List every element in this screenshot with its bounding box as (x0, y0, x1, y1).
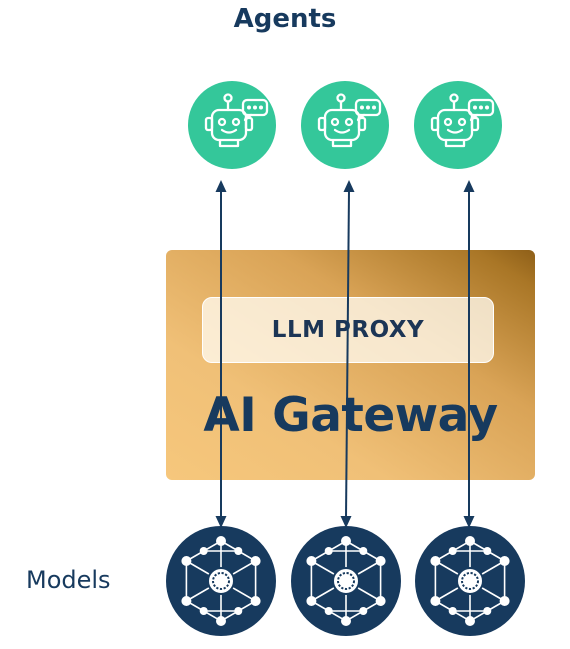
model-3 (414, 525, 526, 641)
model-2 (290, 525, 402, 641)
network-hub-icon (166, 526, 276, 636)
arrow-agent3-model3 (463, 180, 475, 528)
agent-3 (413, 80, 503, 174)
ai-gateway-label: AI Gateway (203, 388, 498, 443)
arrow-agent1-model1 (215, 180, 227, 528)
network-hub-icon (291, 526, 401, 636)
agent-2 (300, 80, 390, 174)
robot-chat-icon (301, 81, 389, 169)
model-1 (165, 525, 277, 641)
agent-1 (187, 80, 277, 174)
ai-gateway-box (166, 250, 535, 480)
network-hub-icon (415, 526, 525, 636)
models-label: Models (26, 566, 111, 594)
agents-title: Agents (233, 4, 337, 34)
robot-chat-icon (414, 81, 502, 169)
robot-chat-icon (188, 81, 276, 169)
arrow-agent2-model2 (340, 180, 355, 528)
